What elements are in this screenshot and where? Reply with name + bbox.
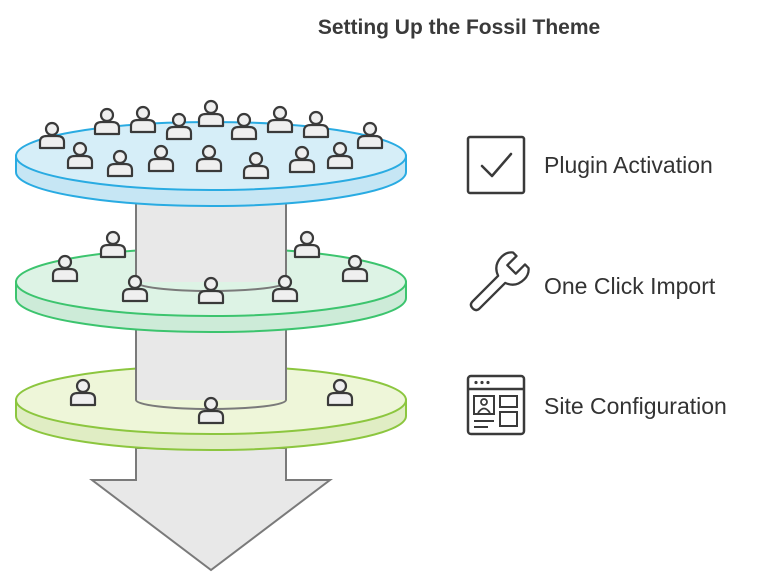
person-icon — [302, 110, 330, 139]
diagram-title: Setting Up the Fossil Theme — [317, 16, 601, 39]
step-label-one-click-import: One Click Import — [544, 273, 716, 299]
person-icon — [129, 105, 157, 134]
person-icon — [165, 112, 193, 141]
person-icon — [93, 107, 121, 136]
person-icon — [293, 230, 321, 259]
step-label-plugin-activation: Plugin Activation — [544, 152, 713, 178]
wrench-icon — [469, 251, 530, 312]
person-icon — [356, 121, 384, 150]
step-label-site-configuration: Site Configuration — [544, 393, 727, 419]
browser-window-icon — [466, 374, 526, 436]
person-icon — [197, 99, 225, 128]
checkbox-icon — [466, 135, 526, 195]
down-arrow — [89, 447, 333, 572]
person-icon — [266, 105, 294, 134]
person-icon — [99, 230, 127, 259]
person-icon — [38, 121, 66, 150]
person-icon — [230, 112, 258, 141]
